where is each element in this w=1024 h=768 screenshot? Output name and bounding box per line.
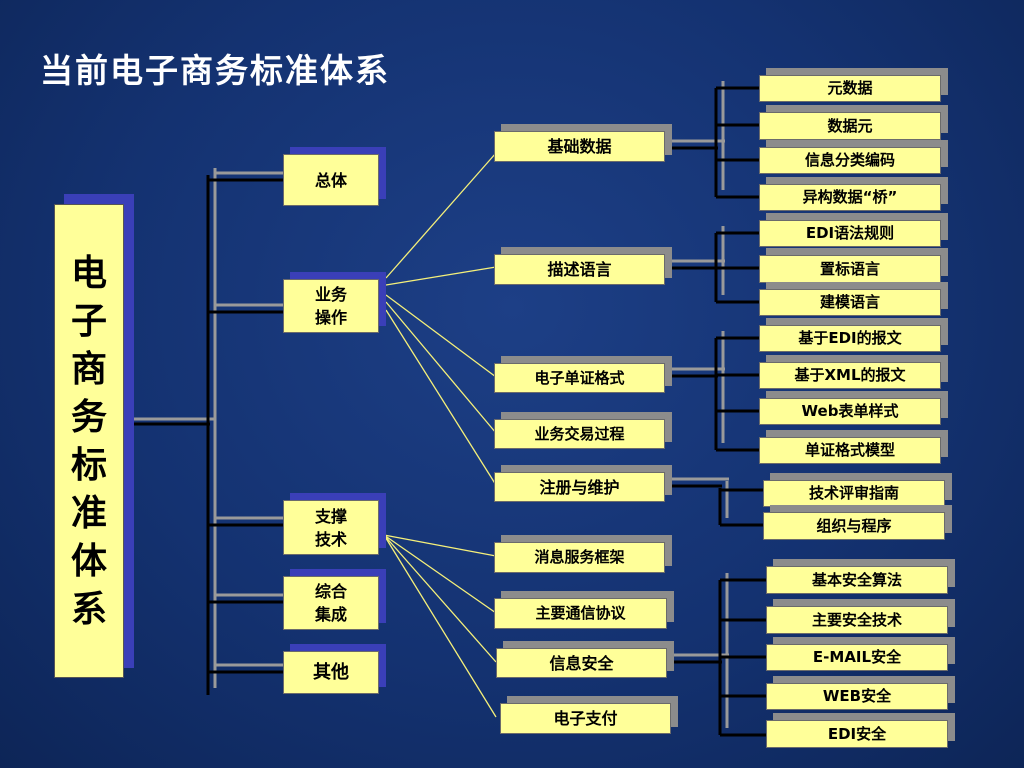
node-label: 支撑 <box>314 506 347 526</box>
node-metadata: 元数据 <box>759 75 941 102</box>
node-label: 电子单证格式 <box>534 368 625 387</box>
node-label: WEB安全 <box>822 687 892 705</box>
bracket-connectors <box>665 81 766 737</box>
node-description-language: 描述语言 <box>494 254 665 285</box>
node-e-payment: 电子支付 <box>500 703 671 734</box>
trunk-connector <box>130 168 290 695</box>
node-label: 单证格式模型 <box>804 441 895 459</box>
node-tech-review-guide: 技术评审指南 <box>763 480 945 507</box>
root-char: 电 <box>70 252 107 294</box>
node-basic-data: 基础数据 <box>494 131 665 162</box>
node-label: 技术评审指南 <box>808 484 899 502</box>
node-label: 注册与维护 <box>539 477 620 497</box>
root-char: 子 <box>70 300 107 342</box>
node-label: 技术 <box>314 529 347 549</box>
node-email-security: E-MAIL安全 <box>766 644 948 671</box>
node-label: 基于XML的报文 <box>794 366 906 384</box>
node-business-transaction: 业务交易过程 <box>494 419 665 449</box>
node-e-document-format: 电子单证格式 <box>494 363 665 393</box>
node-basic-security-algorithm: 基本安全算法 <box>766 566 948 594</box>
node-label: 元数据 <box>827 79 873 97</box>
page-title: 当前电子商务标准体系 <box>40 51 390 90</box>
node-label: 业务 <box>314 285 347 304</box>
root-char: 准 <box>70 492 107 534</box>
node-label: 主要安全技术 <box>811 610 902 629</box>
node-label: 信息分类编码 <box>804 151 895 169</box>
node-data-element: 数据元 <box>759 112 941 140</box>
node-label: 综合 <box>314 582 347 601</box>
node-label: 业务交易过程 <box>534 424 625 443</box>
node-classification-code: 信息分类编码 <box>759 147 941 174</box>
node-web-security: WEB安全 <box>766 683 948 710</box>
node-label: 置标语言 <box>819 259 880 278</box>
node-information-security: 信息安全 <box>496 648 667 678</box>
node-label: 描述语言 <box>547 260 612 279</box>
node-organization-procedure: 组织与程序 <box>763 512 945 540</box>
node-label: 其他 <box>313 662 349 683</box>
node-registration-maintenance: 注册与维护 <box>494 472 665 502</box>
node-label: 总体 <box>314 170 347 190</box>
node-main-security-tech: 主要安全技术 <box>766 606 948 634</box>
root-char: 系 <box>70 588 107 630</box>
node-label: 操作 <box>314 308 347 327</box>
node-label: 基于EDI的报文 <box>798 329 902 347</box>
node-label: Web表单样式 <box>801 402 899 420</box>
node-modeling-language: 建模语言 <box>759 289 941 316</box>
root-char: 标 <box>70 444 107 486</box>
node-label: 基本安全算法 <box>811 570 902 589</box>
root-char: 商 <box>70 348 107 390</box>
node-markup-language: 置标语言 <box>759 255 941 283</box>
node-business-operation: 业务 操作 <box>283 279 379 333</box>
node-label: 基础数据 <box>547 137 612 156</box>
node-communication-protocol: 主要通信协议 <box>494 598 667 629</box>
root-char: 务 <box>70 396 107 438</box>
node-edi-syntax: EDI语法规则 <box>759 220 941 247</box>
root-char: 体 <box>70 540 107 582</box>
node-integration: 综合 集成 <box>283 576 379 630</box>
node-edi-security: EDI安全 <box>766 720 948 748</box>
node-label: EDI语法规则 <box>805 224 895 242</box>
node-label: 消息服务框架 <box>534 548 625 566</box>
node-label: 信息安全 <box>549 653 614 673</box>
node-message-service: 消息服务框架 <box>494 542 665 573</box>
root-node: 电 子 商 务 标 准 体 系 <box>54 204 124 678</box>
node-document-format-model: 单证格式模型 <box>759 437 941 464</box>
node-label: 数据元 <box>827 116 873 135</box>
fan-connectors-support <box>383 534 497 718</box>
node-edi-message: 基于EDI的报文 <box>759 325 941 352</box>
node-label: 异构数据“桥” <box>802 188 898 206</box>
fan-connectors-business <box>385 152 497 486</box>
node-support-technology: 支撑 技术 <box>283 500 379 555</box>
node-heterogeneous-bridge: 异构数据“桥” <box>759 184 941 211</box>
node-label: EDI安全 <box>827 724 887 743</box>
node-overall: 总体 <box>283 154 379 206</box>
node-label: 集成 <box>314 605 347 624</box>
node-label: 电子支付 <box>553 709 618 728</box>
node-xml-message: 基于XML的报文 <box>759 362 941 389</box>
node-other: 其他 <box>283 651 379 694</box>
node-label: 主要通信协议 <box>535 604 626 622</box>
node-label: 组织与程序 <box>816 516 892 535</box>
node-label: E-MAIL安全 <box>812 648 902 666</box>
node-label: 建模语言 <box>819 293 880 311</box>
node-web-form-style: Web表单样式 <box>759 398 941 425</box>
